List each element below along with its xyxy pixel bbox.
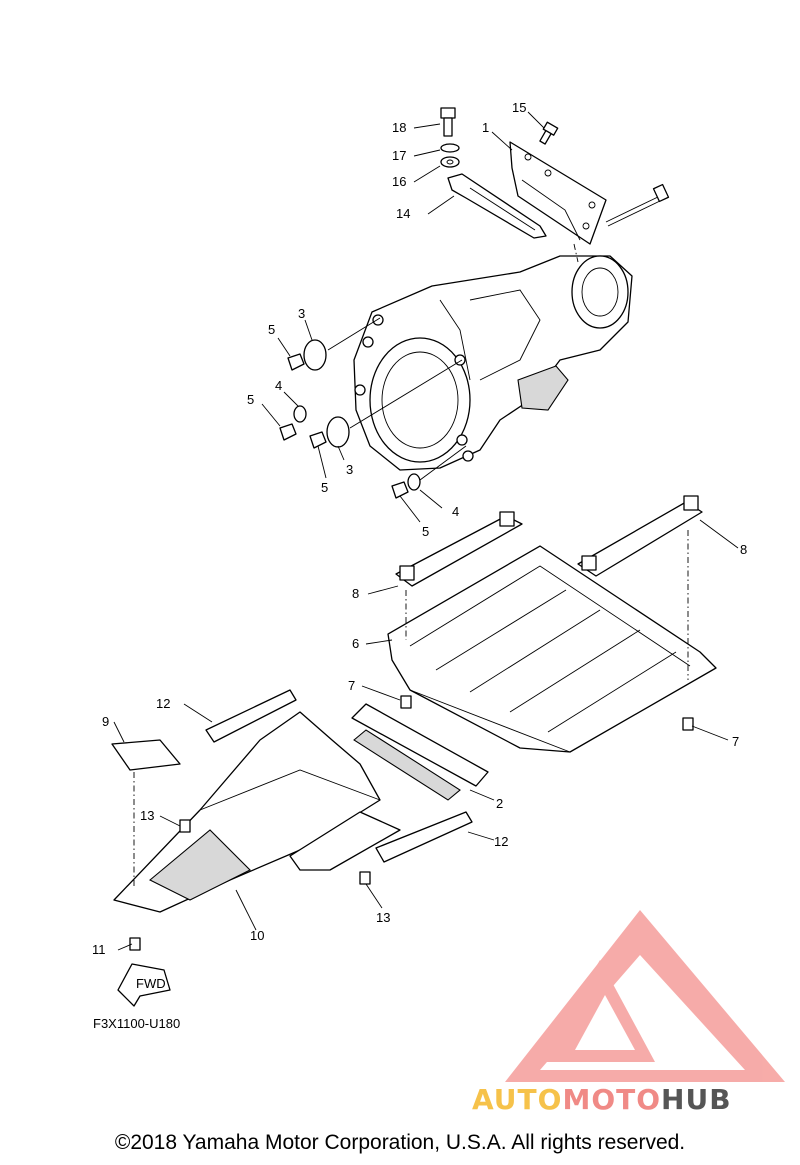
callout-18: 18 <box>392 120 406 135</box>
callout-15: 15 <box>512 100 526 115</box>
callout-6: 6 <box>352 636 359 651</box>
callout-13a: 13 <box>140 808 154 823</box>
callout-16: 16 <box>392 174 406 189</box>
callout-8b: 8 <box>740 542 747 557</box>
callout-9: 9 <box>102 714 109 729</box>
callout-13b: 13 <box>376 910 390 925</box>
callout-17: 17 <box>392 148 406 163</box>
callout-labels: 1 2 3 3 4 4 5 5 5 5 6 7 7 8 8 9 10 11 12… <box>92 100 747 957</box>
watermark-wordmark: AUTOMOTOHUB <box>472 1083 732 1116</box>
rubber-mounts <box>279 317 467 499</box>
fwd-label: FWD <box>136 976 166 991</box>
callout-4b: 4 <box>452 504 459 519</box>
stay <box>447 173 547 239</box>
intake-grate <box>387 530 717 753</box>
bolt-washers <box>440 107 559 168</box>
skid-rails <box>395 495 703 587</box>
callout-14: 14 <box>396 206 410 221</box>
diagram-code: F3X1100-U180 <box>93 1016 181 1031</box>
callout-11: 11 <box>92 942 106 957</box>
watermark-hub: HUB <box>661 1083 732 1116</box>
watermark-logo-icon <box>505 910 785 1082</box>
bolts-7 <box>400 695 694 731</box>
ride-plate-spacer <box>351 703 489 801</box>
callout-7b: 7 <box>732 734 739 749</box>
callout-10: 10 <box>250 928 264 943</box>
intake-duct <box>111 689 473 951</box>
callout-3a: 3 <box>298 306 305 321</box>
callout-4a: 4 <box>275 378 282 393</box>
callout-5c: 5 <box>321 480 328 495</box>
callout-8a: 8 <box>352 586 359 601</box>
bracket-plate <box>509 141 607 245</box>
callout-2: 2 <box>496 796 503 811</box>
long-bolt <box>605 183 670 227</box>
callout-12b: 12 <box>494 834 508 849</box>
jet-pump-housing <box>353 243 633 471</box>
callout-5b: 5 <box>247 392 254 407</box>
watermark-moto: MOTO <box>562 1083 662 1116</box>
watermark-auto: AUTO <box>472 1083 563 1116</box>
callout-5a: 5 <box>268 322 275 337</box>
callout-7a: 7 <box>348 678 355 693</box>
callout-12a: 12 <box>156 696 170 711</box>
callout-5d: 5 <box>422 524 429 539</box>
callout-3b: 3 <box>346 462 353 477</box>
fwd-arrow-icon: FWD <box>117 963 171 1007</box>
callout-1: 1 <box>482 120 489 135</box>
callout-leaders <box>113 111 739 951</box>
copyright-notice: ©2018 Yamaha Motor Corporation, U.S.A. A… <box>114 1131 686 1154</box>
